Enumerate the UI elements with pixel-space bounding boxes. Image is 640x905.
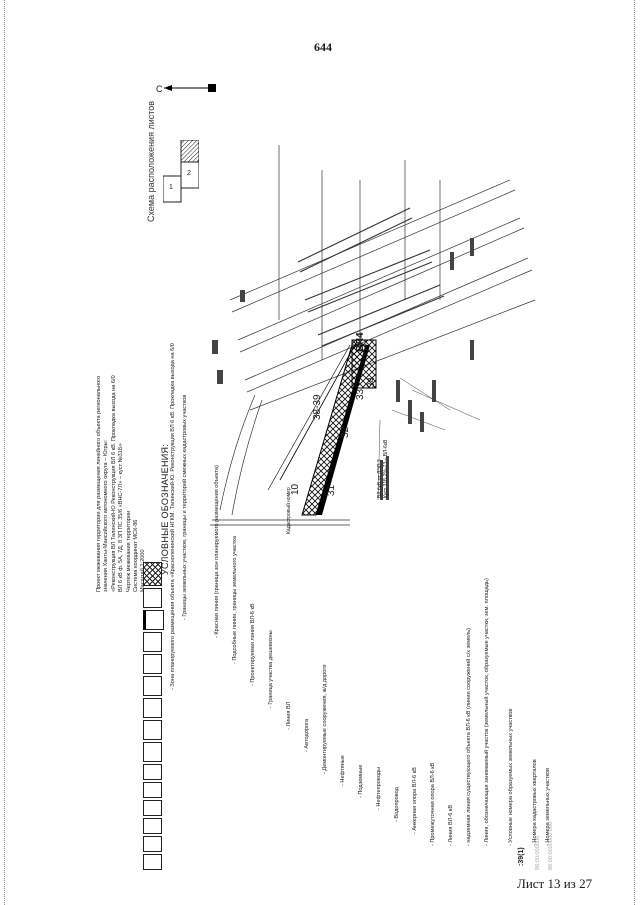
legend-text-19: - Номера кадастровых кварталов xyxy=(532,759,538,846)
page-number: 644 xyxy=(314,40,332,54)
legend-symbol-vl-line xyxy=(143,698,162,718)
header-line-5: Чертеж межевания территории xyxy=(125,510,132,592)
legend-symbol-crosshatch xyxy=(143,562,162,586)
legend-title: УСЛОВНЫЕ ОБОЗНАЧЕНИЯ: xyxy=(160,443,170,575)
legend-symbol-parcel-border xyxy=(143,588,162,608)
header-line-6: Система координат МСК-86 xyxy=(133,519,140,592)
document-header: Проект межевания территории для размещен… xyxy=(96,252,148,592)
legend-text-4: - Проектируемая линия ВЛ-6 кВ xyxy=(250,603,256,686)
page-left-border xyxy=(4,0,6,905)
pole-label-32: 32 xyxy=(340,426,351,438)
pole-label-34: 34 xyxy=(366,376,377,388)
pole-label-33: 33 xyxy=(355,388,366,400)
page-right-border xyxy=(634,0,636,905)
legend-symbol-red-line xyxy=(143,610,164,630)
legend-text-12: - Водопровод xyxy=(394,787,400,822)
legend-text-1: - Границы земельных участков, границы и … xyxy=(182,394,188,620)
legend-text-17: - Линия, обозначающая занимаемый участок… xyxy=(484,578,490,846)
sheet-label: Лист 13 из 27 xyxy=(517,876,593,891)
sheet-index-grid xyxy=(162,139,200,203)
legend-symbol-aux-line xyxy=(143,632,162,652)
north-letter: С xyxy=(156,84,163,94)
legend-text-10: - Подземные xyxy=(358,764,364,798)
legend-text-18: - Условные номера образуемых земельных у… xyxy=(508,708,514,846)
north-arrow xyxy=(156,76,226,100)
legend-symbol-oil xyxy=(143,764,162,780)
legend-sample-parcel: 86:00:0000000:000 xyxy=(548,821,554,870)
sheet-index: 1 2 xyxy=(162,139,200,204)
pole-label-range: 38-39 xyxy=(312,394,323,420)
legend-symbol-oilpipe xyxy=(143,800,162,816)
header-line-4: ВЛ 6 кВ ф. 5А, 7Д, 8 ЗП ПС 35/6 «ВНС-7Л»… xyxy=(118,443,125,592)
legend-text-5: - Граница участка дешевизны xyxy=(268,630,274,708)
legend-text-6: - Линия ВЛ xyxy=(286,701,292,730)
legend-sample-code: :39(1) xyxy=(518,847,525,866)
legend-symbol-cheap-border xyxy=(143,676,162,696)
plan-note-block: ВЛ 6кВ от ЛЭП 3 Куст 31Б 2%-73 – ВЛ-6кВ xyxy=(377,439,389,498)
zone-tag: ВЛ4 xyxy=(355,332,366,352)
legend-text-11: - Нефтепроводы xyxy=(376,766,382,810)
plan-bottom-caption: Кадастровый номер xyxy=(286,487,292,534)
legend-symbol-proposed-line xyxy=(143,654,162,674)
pole-label-31: 31 xyxy=(326,484,337,496)
legend-symbol-road xyxy=(143,720,162,740)
legend-text-0: - Зона планируемого размещения объекта «… xyxy=(170,343,176,690)
legend-symbol-water xyxy=(143,818,162,834)
legend-text-3: - Подсобные линии, границы земельного уч… xyxy=(232,536,238,664)
legend-symbol-anchor xyxy=(143,836,162,852)
legend-text-13: - Анкерная опора ВЛ-6 кВ xyxy=(412,767,418,834)
legend-text-7: - Автодорога xyxy=(304,718,310,752)
header-line-7: Масштаб 1:2000 xyxy=(140,549,147,592)
sheet-index-2: 2 xyxy=(187,170,191,177)
header-line-2: значения Ханты-Мансийского автономного о… xyxy=(103,439,110,592)
legend-sample-cadastral: 86:00:000000 xyxy=(535,835,541,870)
legend-text-8: - Демонтируемые сооружения, ж/д дороги xyxy=(322,664,328,774)
legend-text-16: - надземная линия существующего объекта … xyxy=(466,628,472,846)
legend-text-2: - Красная линия (граница зон планируемог… xyxy=(214,464,220,638)
north-arrow-icon xyxy=(164,84,216,92)
legend-text-9: - Нефтяные xyxy=(340,755,346,786)
legend-symbol-demolished xyxy=(143,742,162,762)
sheet-index-1: 1 xyxy=(169,184,173,191)
legend-symbol-underground xyxy=(143,782,162,798)
legend-text-14: - Промежуточная опора ВЛ-6 кВ xyxy=(430,762,436,846)
header-line-3: «Реконструкция ВЛ Талинский-Ю Реконструк… xyxy=(110,375,117,592)
legend-text-15: - Линия ВЛ-6 кВ xyxy=(448,804,454,846)
scheme-label: Схема расположения листов xyxy=(146,100,156,222)
legend-symbol-intermediate xyxy=(143,854,162,870)
